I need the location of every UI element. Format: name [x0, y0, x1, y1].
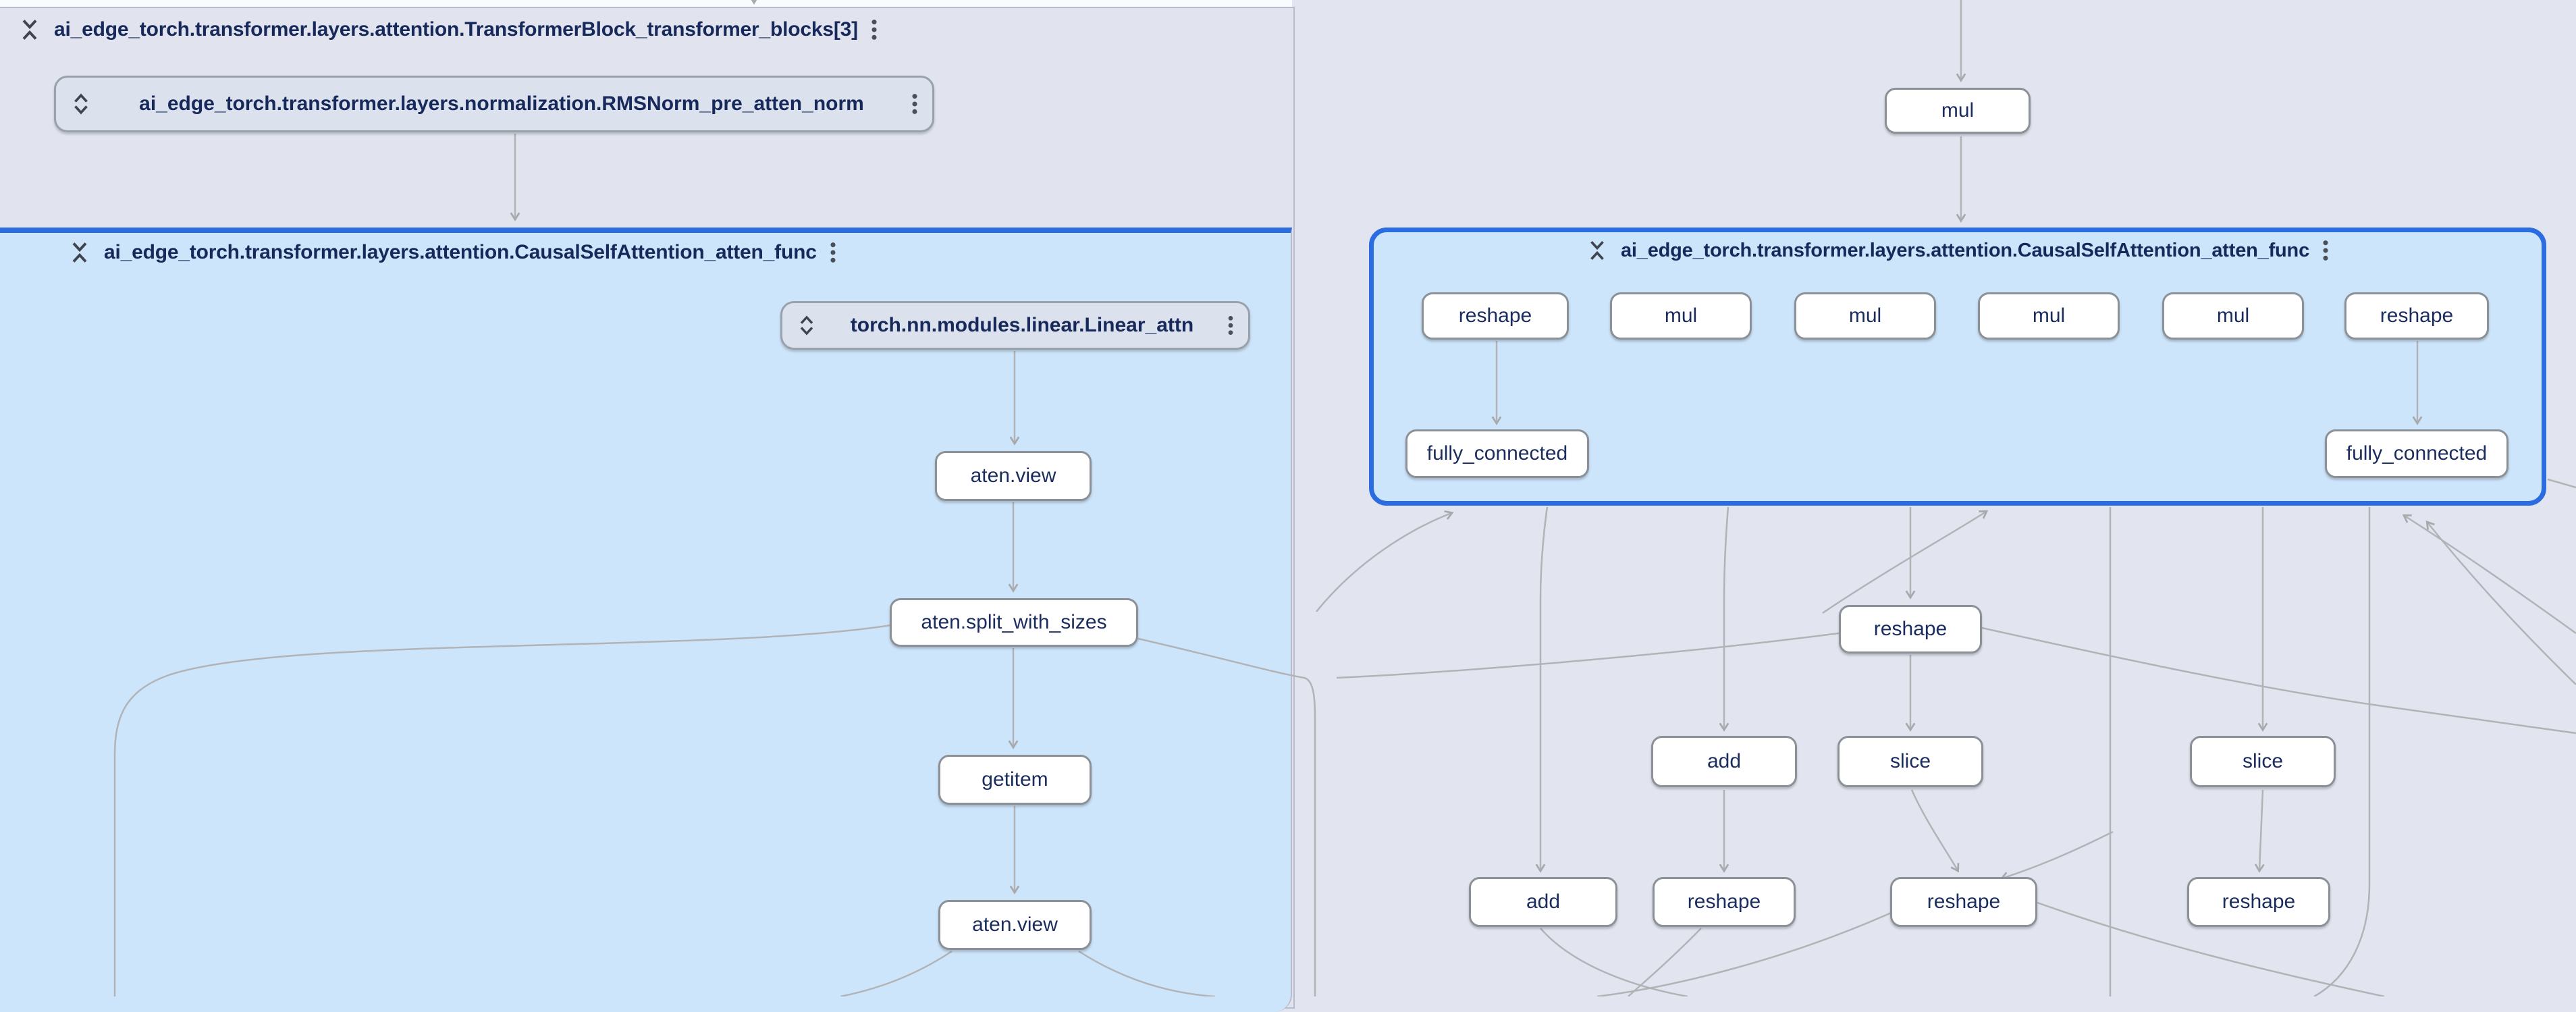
- unfold-less-icon[interactable]: [18, 18, 42, 42]
- more-vert-icon[interactable]: [829, 241, 837, 264]
- unfold-less-icon[interactable]: [68, 240, 92, 265]
- op-node-group-reshape-2[interactable]: reshape: [2344, 292, 2489, 340]
- op-node-fully-connected-2[interactable]: fully_connected: [2325, 429, 2508, 478]
- op-node-reshape-b2[interactable]: reshape: [1890, 877, 2037, 927]
- unfold-less-icon[interactable]: [1586, 239, 1609, 262]
- more-vert-icon[interactable]: [2322, 239, 2330, 262]
- op-node-group-mul-2[interactable]: mul: [1794, 292, 1936, 340]
- op-node-reshape-mid[interactable]: reshape: [1839, 605, 1982, 654]
- op-node-group-reshape-1[interactable]: reshape: [1422, 292, 1569, 340]
- collapsed-node-linear-attn[interactable]: torch.nn.modules.linear.Linear_attn: [780, 301, 1250, 350]
- op-node-slice-2[interactable]: slice: [2190, 736, 2336, 787]
- more-vert-icon[interactable]: [911, 92, 919, 115]
- op-node-reshape-b3[interactable]: reshape: [2187, 877, 2330, 927]
- transformer-block-title-row: ai_edge_torch.transformer.layers.attenti…: [18, 18, 878, 42]
- op-node-group-mul-3[interactable]: mul: [1978, 292, 2120, 340]
- op-node-getitem[interactable]: getitem: [938, 755, 1092, 805]
- transformer-block-title[interactable]: ai_edge_torch.transformer.layers.attenti…: [54, 18, 858, 41]
- more-vert-icon[interactable]: [870, 18, 878, 41]
- op-node-fully-connected-1[interactable]: fully_connected: [1405, 429, 1589, 478]
- op-node-aten-split-with-sizes[interactable]: aten.split_with_sizes: [890, 598, 1138, 647]
- attention-left-title-row: ai_edge_torch.transformer.layers.attenti…: [68, 240, 837, 265]
- op-node-group-mul-1[interactable]: mul: [1610, 292, 1752, 340]
- attention-right-title-row: ai_edge_torch.transformer.layers.attenti…: [1369, 239, 2546, 262]
- op-node-add-2[interactable]: add: [1469, 877, 1617, 927]
- op-node-mul-top[interactable]: mul: [1885, 88, 2031, 134]
- op-node-add-1[interactable]: add: [1651, 736, 1797, 787]
- attention-right-title[interactable]: ai_edge_torch.transformer.layers.attenti…: [1621, 239, 2309, 261]
- collapsed-node-rmsnorm[interactable]: ai_edge_torch.transformer.layers.normali…: [54, 76, 934, 132]
- op-node-aten-view-1[interactable]: aten.view: [935, 451, 1092, 501]
- unfold-more-icon[interactable]: [70, 92, 92, 115]
- op-node-slice-1[interactable]: slice: [1837, 736, 1983, 787]
- collapsed-node-label: torch.nn.modules.linear.Linear_attn: [850, 314, 1194, 336]
- collapsed-node-label: ai_edge_torch.transformer.layers.normali…: [139, 92, 864, 115]
- canvas-background: [0, 0, 1292, 7]
- op-node-aten-view-2[interactable]: aten.view: [938, 900, 1092, 950]
- more-vert-icon[interactable]: [1227, 315, 1235, 336]
- unfold-more-icon[interactable]: [796, 315, 817, 336]
- attention-left-title[interactable]: ai_edge_torch.transformer.layers.attenti…: [104, 241, 817, 263]
- op-node-group-mul-4[interactable]: mul: [2162, 292, 2304, 340]
- op-node-reshape-b1[interactable]: reshape: [1653, 877, 1796, 927]
